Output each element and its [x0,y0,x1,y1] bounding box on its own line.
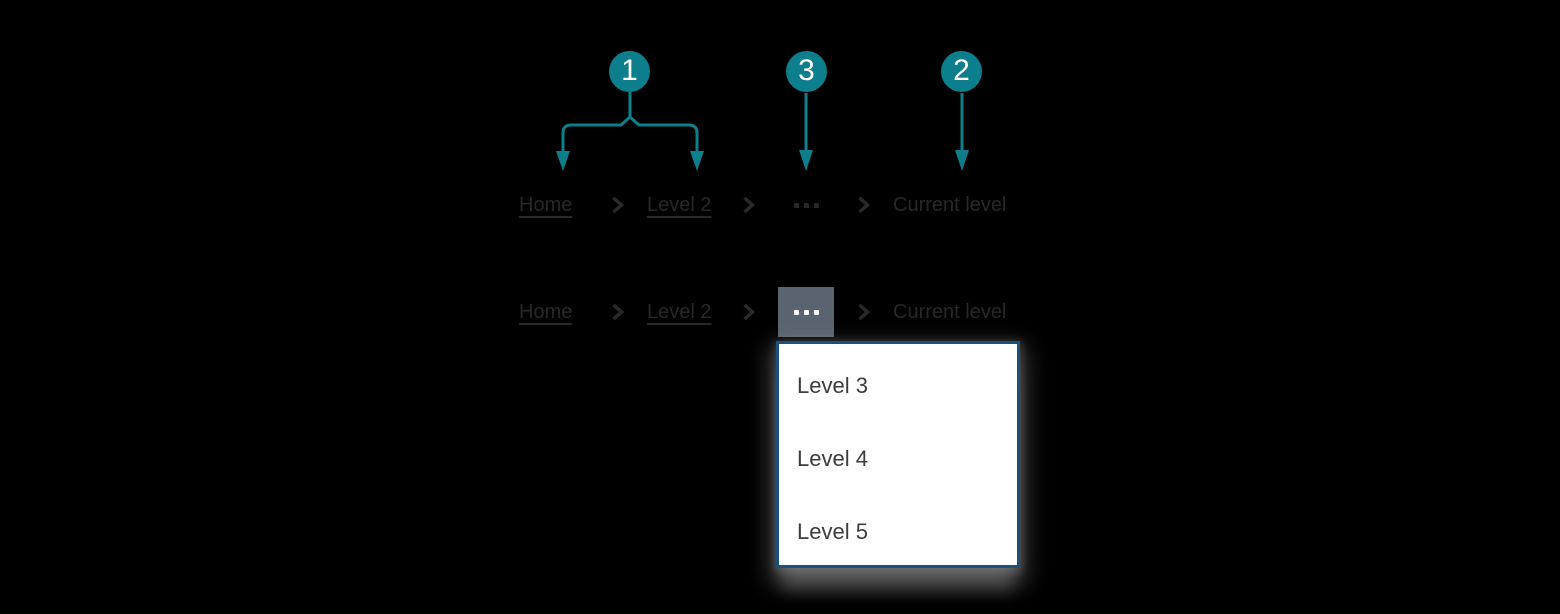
chevron-right-icon [857,196,870,214]
breadcrumb-link-home[interactable]: Home [519,193,573,216]
chevron-right-icon [611,196,624,214]
annotation-marker-2-number: 2 [953,53,970,87]
ellipsis-dot-icon [793,309,799,315]
breadcrumb-overflow-button[interactable] [778,190,834,220]
callout-3-arrowhead [799,150,813,171]
overflow-menu-item-level4[interactable]: Level 4 [797,445,868,471]
annotation-marker-2: 2 [941,51,982,92]
overflow-menu-item-level5[interactable]: Level 5 [797,518,868,544]
breadcrumb-link-level2[interactable]: Level 2 [647,193,712,216]
chevron-right-icon [857,303,870,321]
breadcrumb-current-level: Current level [893,300,1007,323]
breadcrumb-annotated: Home Level 2 Current level [519,190,1006,220]
ellipsis-dot-icon [803,202,809,208]
callout-1-arrowhead-right [690,151,704,171]
breadcrumb-link-home[interactable]: Home [519,300,573,323]
annotation-marker-1: 1 [609,51,650,92]
ellipsis-dot-icon [803,309,809,315]
callout-1-arrowhead-left [556,151,570,171]
breadcrumb-overflow-menu: Level 3 Level 4 Level 5 [776,341,1020,568]
breadcrumb-overflow-button-open[interactable] [778,287,834,337]
overflow-menu-item-level3[interactable]: Level 3 [797,372,868,398]
annotation-marker-3-number: 3 [798,53,815,87]
breadcrumb-link-level2[interactable]: Level 2 [647,300,712,323]
annotation-marker-1-number: 1 [621,53,638,87]
breadcrumb-expanded: Home Level 2 Level 3 Level 4 Level 5 Cur… [519,287,1020,568]
chevron-right-icon [742,196,755,214]
chevron-right-icon [742,303,755,321]
ellipsis-dot-icon [793,202,799,208]
callout-2-arrowhead [955,150,969,171]
ellipsis-dot-icon [813,309,819,315]
ellipsis-dot-icon [813,202,819,208]
annotation-marker-3: 3 [786,51,827,92]
breadcrumb-current-level: Current level [893,193,1007,216]
chevron-right-icon [611,303,624,321]
callout-1-bracket [561,114,699,153]
breadcrumb-overflow-wrap: Level 3 Level 4 Level 5 [776,287,1020,568]
